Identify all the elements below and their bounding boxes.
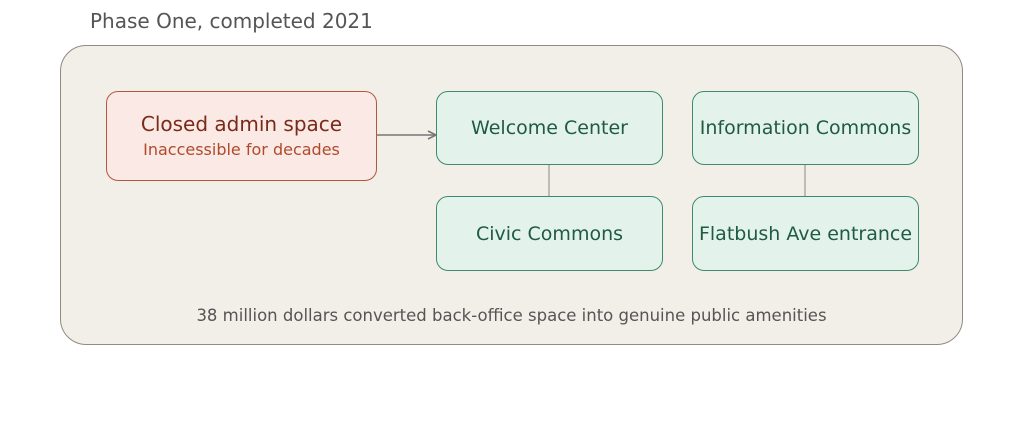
phase-panel	[60, 45, 963, 345]
node-flatbush-entrance-label: Flatbush Ave entrance	[698, 222, 913, 245]
node-civic-commons-label: Civic Commons	[475, 222, 624, 245]
node-closed-admin-space: Closed admin space Inaccessible for deca…	[106, 91, 377, 181]
node-flatbush-entrance: Flatbush Ave entrance	[692, 196, 919, 271]
node-information-commons: Information Commons	[692, 91, 919, 165]
node-welcome-center-label: Welcome Center	[471, 117, 628, 139]
node-closed-admin-title: Closed admin space	[140, 112, 343, 136]
node-welcome-center: Welcome Center	[436, 91, 663, 165]
panel-caption: 38 million dollars converted back-office…	[196, 306, 827, 325]
phase-title: Phase One, completed 2021	[90, 9, 373, 33]
node-information-commons-label: Information Commons	[699, 117, 912, 139]
node-civic-commons: Civic Commons	[436, 196, 663, 271]
node-closed-admin-subtitle: Inaccessible for decades	[143, 140, 340, 159]
